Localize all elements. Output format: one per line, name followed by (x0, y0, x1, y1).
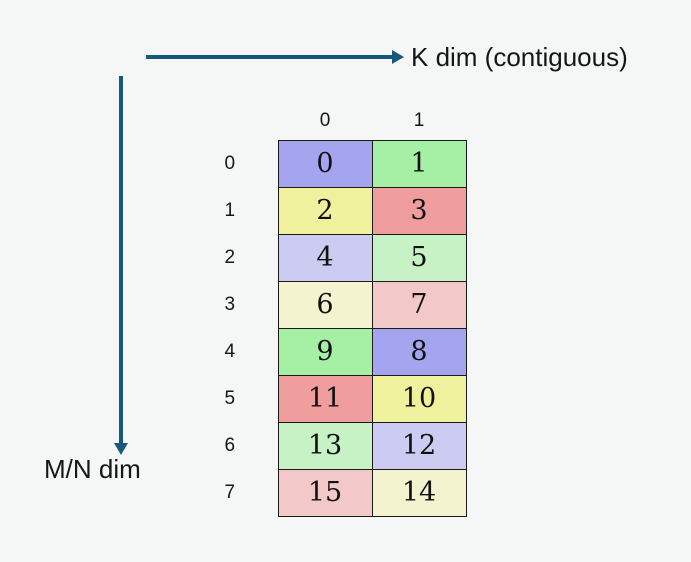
row-header-3: 3 (224, 293, 236, 315)
matrix-cell-r4-k0: 9 (277, 327, 373, 376)
row-header-5: 5 (224, 387, 236, 409)
matrix-cell-r0-k0: 0 (277, 139, 373, 188)
matrix-cell-r2-k0: 4 (277, 233, 373, 282)
matrix-cell-r3-k1: 7 (371, 280, 467, 329)
col-header-0: 0 (319, 109, 331, 131)
row-header-1: 1 (224, 199, 236, 221)
row-header-4: 4 (224, 340, 236, 362)
matrix-cell-r5-k0: 11 (277, 374, 373, 423)
matrix-cell-r6-k0: 13 (277, 421, 373, 470)
matrix-cell-r6-k1: 12 (371, 421, 467, 470)
mn-dim-arrow-line (119, 76, 123, 444)
row-header-0: 0 (224, 152, 236, 174)
matrix-cell-r7-k0: 15 (277, 468, 373, 517)
col-header-1: 1 (413, 109, 425, 131)
k-dim-label: K dim (contiguous) (411, 42, 628, 72)
row-header-6: 6 (224, 434, 236, 456)
k-dim-arrow-line (146, 55, 393, 59)
matrix-cell-r3-k0: 6 (277, 280, 373, 329)
matrix-cell-r1-k0: 2 (277, 186, 373, 235)
mn-dim-arrowhead-icon (114, 443, 128, 455)
matrix-cell-r7-k1: 14 (371, 468, 467, 517)
matrix-cell-r0-k1: 1 (371, 139, 467, 188)
matrix-cell-r4-k1: 8 (371, 327, 467, 376)
matrix-cell-r1-k1: 3 (371, 186, 467, 235)
corner-spacer (200, 106, 278, 140)
matrix-cell-r2-k1: 5 (371, 233, 467, 282)
k-dim-arrowhead-icon (392, 50, 404, 64)
row-header-7: 7 (224, 481, 236, 503)
mn-dim-label: M/N dim (44, 454, 141, 484)
row-header-2: 2 (224, 246, 236, 268)
matrix-cell-r5-k1: 10 (371, 374, 467, 423)
